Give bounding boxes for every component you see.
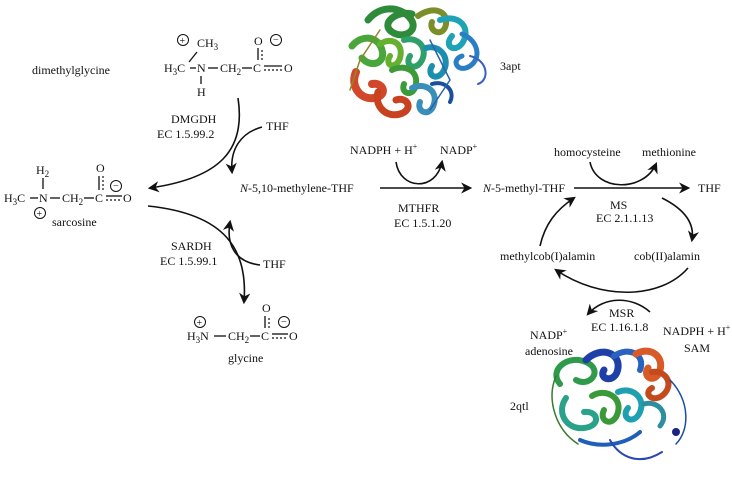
glycine-n-charge: +: [197, 318, 203, 329]
mthfr-name: MTHFR: [398, 201, 439, 215]
sar-h2: H2: [36, 163, 49, 179]
nadph-left-label: NADPH + H+: [350, 142, 418, 157]
sar-ch2: CH2: [62, 191, 83, 207]
ms-name: MS: [610, 198, 627, 212]
dimethylglycine-structure: dimethylglycine + CH3 H3C N H CH2 C O − …: [32, 34, 293, 99]
gly-o-charge: −: [281, 317, 287, 328]
mthfr-ec: EC 1.5.1.20: [394, 216, 451, 230]
methionine-label: methionine: [642, 145, 696, 159]
dmg-o-charge: −: [273, 35, 279, 46]
cycle-bottom-arrow: [554, 267, 689, 293]
thf-top-label: THF: [266, 119, 289, 133]
dmgdh-ec: EC 1.5.99.2: [157, 127, 214, 141]
methylcobalamin-label: methylcob(I)alamin: [500, 249, 595, 263]
methylene-thf-label: N-5,10-methylene-THF: [239, 181, 354, 195]
glycine-label: glycine: [228, 351, 263, 365]
ms-cofactor-arrow: [589, 161, 658, 186]
mthfr-cofactor-arrow: [395, 159, 446, 185]
dmgdh-name: DMGDH: [171, 112, 217, 126]
adenosine-label: adenosine: [525, 344, 573, 358]
gly-h3n: H3N: [187, 329, 209, 345]
dimethylglycine-n-charge: +: [180, 36, 186, 47]
cycle-right-arrow: [661, 197, 699, 243]
pdb-3apt-label: 3apt: [500, 59, 521, 73]
dmg-o-top: O: [254, 34, 263, 48]
thf-bottom-label: THF: [263, 257, 286, 271]
dmg-ch2: CH2: [220, 61, 241, 77]
cobalamin-label: cob(II)alamin: [634, 249, 700, 263]
methyl-thf-label: N-5-methyl-THF: [482, 181, 565, 195]
cycle-left-arrow: [539, 196, 576, 247]
sardh-thf-arrow: [222, 219, 261, 266]
sarcosine-structure: H2 H3C N + CH2 C O − O sarcosine: [4, 161, 132, 229]
protein-structure-3apt-image: [348, 5, 487, 119]
gly-o-right: O: [289, 329, 298, 343]
msr-cofactor-arrow: [586, 299, 651, 316]
dimethylglycine-label: dimethylglycine: [32, 63, 110, 77]
sar-o-right: O: [123, 191, 132, 205]
msr-name: MSR: [609, 306, 634, 320]
sar-n: N: [39, 191, 48, 205]
sar-h3c: H3C: [4, 191, 25, 207]
sarcosine-n-charge: +: [37, 209, 43, 220]
dmgdh-main-arrow: [147, 97, 241, 193]
nadph-bottom-label: NADPH + H+: [663, 323, 731, 338]
thf-right-label: THF: [698, 181, 721, 195]
ms-ec: EC 2.1.1.13: [596, 211, 653, 225]
dmg-n: N: [197, 61, 206, 75]
sar-o-top: O: [96, 161, 105, 175]
sardh-main-arrow: [147, 205, 251, 305]
msr-ec: EC 1.16.1.8: [591, 320, 648, 334]
dmg-h: H: [197, 85, 206, 99]
dmgdh-thf-arrow: [225, 126, 263, 175]
sardh-name: SARDH: [171, 239, 212, 253]
dmg-o-right: O: [284, 61, 293, 75]
protein-structure-2qtl-image: [551, 347, 687, 461]
glycine-structure: + H3N CH2 C O − O glycine: [187, 301, 298, 365]
dmg-carbon: C: [253, 61, 261, 75]
homocysteine-label: homocysteine: [554, 145, 621, 159]
nadp-left-label: NADP+: [440, 142, 478, 157]
gly-o-top: O: [262, 301, 271, 315]
gly-ch2: CH2: [228, 329, 249, 345]
dmg-ch3-top: CH3: [197, 36, 219, 52]
dmg-h3c: H3C: [164, 61, 185, 77]
sarcosine-label: sarcosine: [52, 215, 97, 229]
sar-carbon: C: [95, 191, 103, 205]
gly-carbon: C: [261, 329, 269, 343]
sar-o-charge: −: [113, 181, 119, 192]
sam-label: SAM: [684, 341, 710, 355]
sardh-ec: EC 1.5.99.1: [160, 254, 217, 268]
nadp-bottom-label: NADP+: [530, 327, 568, 342]
pdb-2qtl-label: 2qtl: [510, 399, 529, 413]
